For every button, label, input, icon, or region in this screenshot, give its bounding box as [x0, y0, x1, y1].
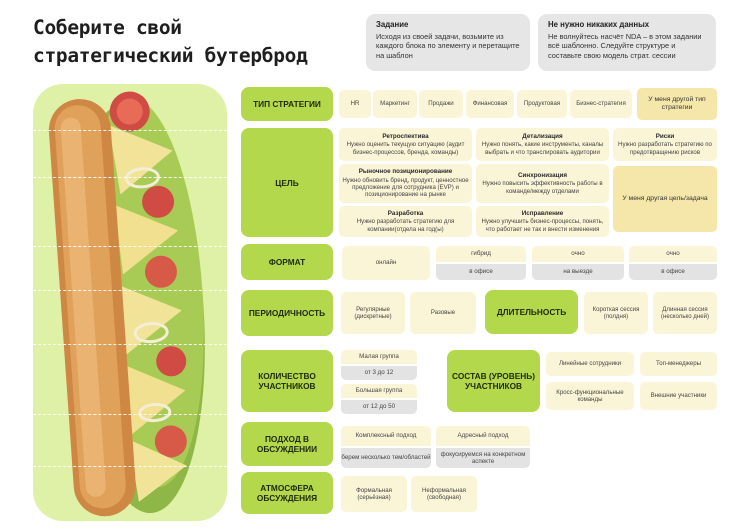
- goal-positioning-text: Нужно обновить бренд, продукт, ценностно…: [342, 176, 469, 199]
- participants-small-group[interactable]: Малая группа от 3 до 12: [341, 350, 417, 380]
- composition-external[interactable]: Внешние участники: [640, 382, 717, 410]
- goal-retrospective-title: Ретроспектива: [382, 132, 429, 140]
- goal-detailing[interactable]: Детализация Нужно понять, какие инструме…: [476, 128, 609, 161]
- nda-note-heading: Не нужно никаких данных: [548, 20, 650, 29]
- goal-fixing-title: Исправление: [521, 209, 564, 217]
- goal-detailing-text: Нужно понять, какие инструменты, каналы …: [481, 141, 604, 156]
- goal-positioning-title: Рыночное позиционирование: [358, 168, 453, 176]
- category-format: ФОРМАТ: [241, 244, 333, 280]
- duration-short[interactable]: Короткая сессия (полдня): [584, 292, 648, 334]
- page-title: Соберите свой стратегический бутерброд: [33, 14, 353, 70]
- participants-large-bottom: от 12 до 50: [341, 400, 417, 414]
- participants-small-bottom: от 3 до 12: [341, 366, 417, 380]
- participants-small-top: Малая группа: [341, 350, 417, 364]
- periodicity-single[interactable]: Разовые: [410, 292, 476, 334]
- category-duration: ДЛИТЕЛЬНОСТЬ: [485, 290, 578, 334]
- periodicity-regular[interactable]: Регулярные (дискретные): [341, 292, 405, 334]
- approach-complex-top: Комплексный подход: [341, 426, 431, 446]
- goal-positioning[interactable]: Рыночное позиционирование Нужно обновить…: [339, 164, 472, 203]
- format-hybrid-bottom: в офисе: [436, 264, 526, 280]
- option-business-strategy[interactable]: Бизнес-стратегия: [570, 90, 632, 118]
- approach-targeted[interactable]: Адресный подход фокусируемся на конкретн…: [436, 426, 530, 468]
- category-atmosphere: АТМОСФЕРА ОБСУЖДЕНИЯ: [241, 472, 333, 514]
- participants-large-top: Большая группа: [341, 384, 417, 398]
- goal-fixing-text: Нужно улучшить бизнес-процессы, понять, …: [481, 218, 604, 233]
- task-note-heading: Задание: [376, 20, 409, 29]
- category-strategy-type: ТИП СТРАТЕГИИ: [241, 87, 333, 121]
- goal-sync-text: Нужно повысить эффективность работы в ко…: [482, 180, 603, 195]
- goal-development-title: Разработка: [387, 209, 424, 217]
- goal-detailing-title: Детализация: [522, 132, 563, 140]
- goal-risks-title: Риски: [655, 132, 675, 140]
- category-participants-level: СОСТАВ (УРОВЕНЬ) УЧАСТНИКОВ: [447, 350, 540, 412]
- format-offsite-top: очно: [532, 246, 624, 262]
- goal-risks-text: Нужно разработать стратегию по предотвра…: [618, 141, 712, 156]
- approach-complex[interactable]: Комплексный подход берем несколько тем/о…: [341, 426, 431, 468]
- participants-large-group[interactable]: Большая группа от 12 до 50: [341, 384, 417, 414]
- option-sales[interactable]: Продажи: [419, 90, 463, 118]
- format-office-top: очно: [629, 246, 717, 262]
- goal-other[interactable]: У меня другая цель/задача: [613, 166, 717, 232]
- goal-sync-title: Синхронизация: [517, 171, 568, 179]
- duration-long[interactable]: Длинная сессия (несколько дней): [653, 292, 717, 334]
- goal-retrospective[interactable]: Ретроспектива Нужно оценить текущую ситу…: [339, 128, 472, 161]
- atmosphere-informal[interactable]: Неформальная (свободная): [411, 476, 477, 512]
- option-marketing[interactable]: Маркетинг: [373, 90, 417, 118]
- composition-cross-functional[interactable]: Кросс-функциональные команды: [546, 382, 634, 410]
- task-note: Задание Исходя из своей задачи, возьмите…: [366, 14, 530, 71]
- goal-sync[interactable]: Синхронизация Нужно повысить эффективнос…: [476, 164, 609, 203]
- approach-complex-bottom: берем несколько тем/областей: [341, 448, 431, 468]
- format-online[interactable]: онлайн: [342, 246, 430, 280]
- sandwich-template[interactable]: [33, 84, 227, 521]
- category-periodicity: ПЕРИОДИЧНОСТЬ: [241, 290, 333, 336]
- format-hybrid[interactable]: гибрид в офисе: [436, 246, 526, 280]
- option-other-strategy-type[interactable]: У меня другой тип стратегии: [637, 88, 717, 120]
- format-office[interactable]: очно в офисе: [629, 246, 717, 280]
- goal-retrospective-text: Нужно оценить текущую ситуацию (аудит би…: [346, 141, 465, 156]
- goal-development-text: Нужно разработать стратегию для компании…: [356, 218, 455, 233]
- page-title-line2: стратегический бутерброд: [33, 44, 308, 67]
- nda-note-text: Не волнуйтесь насчёт NDA – в этом задани…: [548, 31, 702, 60]
- approach-targeted-bottom: фокусируемся на конкретном аспекте: [436, 448, 530, 468]
- category-participants-count: КОЛИЧЕСТВО УЧАСТНИКОВ: [241, 350, 333, 412]
- goal-fixing[interactable]: Исправление Нужно улучшить бизнес-процес…: [476, 206, 609, 237]
- task-note-text: Исходя из своей задачи, возьмите из кажд…: [376, 31, 520, 60]
- format-hybrid-top: гибрид: [436, 246, 526, 262]
- format-office-bottom: в офисе: [629, 264, 717, 280]
- composition-top-managers[interactable]: Топ-менеджеры: [640, 352, 717, 376]
- nda-note: Не нужно никаких данных Не волнуйтесь на…: [538, 14, 716, 71]
- format-offsite[interactable]: очно на выезде: [532, 246, 624, 280]
- category-goal: ЦЕЛЬ: [241, 128, 333, 237]
- atmosphere-formal[interactable]: Формальная (серьёзная): [341, 476, 407, 512]
- option-hr[interactable]: HR: [339, 90, 371, 118]
- goal-risks[interactable]: Риски Нужно разработать стратегию по пре…: [613, 128, 717, 161]
- format-offsite-bottom: на выезде: [532, 264, 624, 280]
- option-finance[interactable]: Финансовая: [466, 90, 514, 118]
- sandwich-image: [33, 84, 227, 521]
- approach-targeted-top: Адресный подход: [436, 426, 530, 446]
- category-approach: ПОДХОД В ОБСУЖДЕНИИ: [241, 422, 333, 466]
- page-title-line1: Соберите свой: [33, 16, 182, 39]
- composition-line-staff[interactable]: Линейные сотрудники: [546, 352, 634, 376]
- goal-development[interactable]: Разработка Нужно разработать стратегию д…: [339, 206, 472, 237]
- option-product[interactable]: Продуктовая: [517, 90, 567, 118]
